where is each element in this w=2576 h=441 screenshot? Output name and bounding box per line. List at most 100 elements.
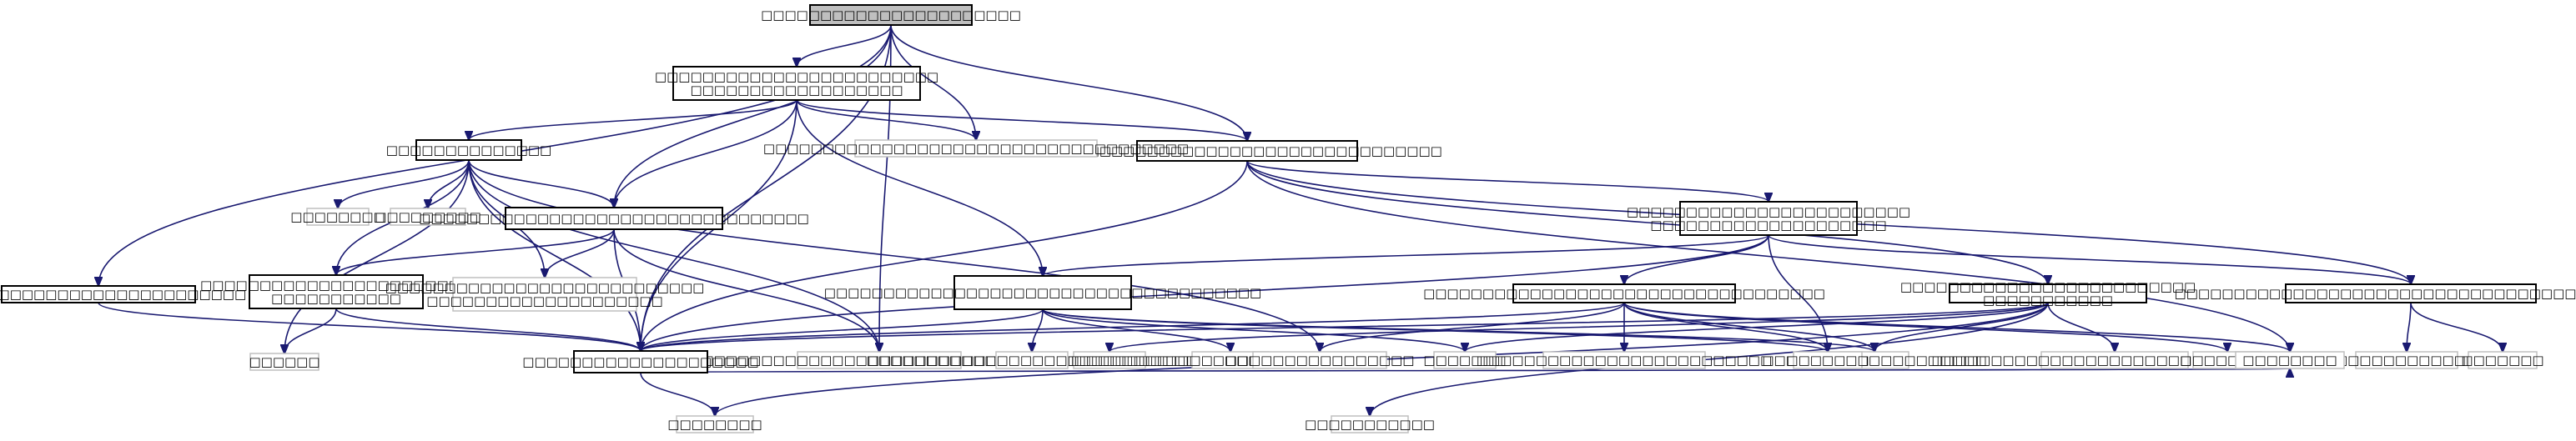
node-label: □□□□□□□: [1423, 353, 1506, 368]
edge-n2-n17: [284, 159, 470, 353]
node-label: □□□□□□□□□□□□□□□□: [2312, 353, 2502, 368]
edge-n16-n32: [2410, 302, 2503, 352]
graph-node-n32[interactable]: □□□□□□□: [2461, 351, 2544, 369]
node-box: [2040, 351, 2189, 369]
edge-n2-n30: [468, 159, 1320, 352]
edge-n3-n10: [1246, 160, 1768, 202]
node-box: [1949, 283, 2147, 303]
graph-node-n25[interactable]: □□□□□□□□□□□□□□□□□□□□□□□□□□□□: [867, 351, 1198, 369]
node-label: □□□□□□□□□□□□□□□□□□□□□□□□□: [0, 287, 246, 302]
node-box: [1073, 351, 1146, 369]
graph-node-n27[interactable]: □□□□□□□: [1786, 351, 1869, 369]
edge-n2-n8: [468, 159, 614, 208]
edge-n2-n9: [468, 159, 879, 352]
graph-node-n3[interactable]: □□□□□□□□□□□□□□□□□□□□□□□□□□□□□□□□□: [1052, 140, 1442, 162]
node-box: [306, 208, 370, 226]
node-box: [672, 66, 921, 101]
edge-n3-n33: [1246, 160, 2290, 352]
graph-node-n31[interactable]: □□□□□□□□□□□□□□□□: [2312, 351, 2502, 369]
node-label: □□□□□□□□□: [375, 209, 481, 224]
graph-node-n18[interactable]: □□□□□□□□□□□□□□□□□□□□: [522, 350, 759, 373]
graph-node-n2[interactable]: □□□□□□□□□□□□□□: [386, 139, 551, 161]
graph-node-n5[interactable]: □□□□□□□□: [290, 208, 385, 226]
node-box: [390, 208, 466, 226]
graph-node-n8[interactable]: □□□□□□□□□□□□□□□□□□□□□□□□□□□□□□□□□: [419, 207, 809, 230]
node-box: [1, 285, 196, 303]
edge-n13-n18: [641, 302, 2049, 351]
node-label: □□□□□□□□□□□□□□□□□□□□□□□□□□□□: [867, 353, 1198, 368]
node-label: □□□□□□□□□□□□□□□□□□□□□□□□□□□□□□□□□□□□□: [824, 285, 1261, 300]
node-label: □□□□□□□: [1786, 353, 1869, 368]
node-box: [1331, 415, 1409, 433]
node-label: □□□□□□□□□□□□□□□□□□□□□□□□□□□□□□□□□□: [1423, 286, 1825, 301]
graph-node-n28[interactable]: □□□□□□□□□□□□□□□□□□□□□□□□□: [1477, 351, 1772, 369]
graph-node-n11[interactable]: □□□□□□□□□□□□□□□□□□□□□□□□□□□□□□□□□□: [200, 274, 472, 309]
edge-n1-n8: [614, 99, 797, 208]
node-label: □□□□□□□□□□□□□□□□□□□□□□□□: [1627, 204, 1910, 219]
graph-node-n4[interactable]: □□□□□□□□□□□□□□□□□□□□□□□□□□□□□□□□□□□□: [763, 139, 1189, 158]
node-label: □□□□□□□□□□□□□□□□□□□□: [426, 293, 662, 308]
edge-n15-n33: [1623, 302, 2290, 352]
graph-node-n20[interactable]: □□□□□□□□: [667, 415, 762, 433]
node-box: [2468, 351, 2538, 369]
node-box: [505, 207, 723, 230]
graph-node-n17[interactable]: □□□□□□: [249, 353, 320, 371]
edge-n13-n21: [1109, 302, 2049, 352]
node-box: [1542, 351, 1706, 369]
edge-n10-n15: [1624, 234, 1769, 284]
node-box: [1512, 283, 1736, 303]
node-box: [1136, 140, 1358, 162]
edge-n13-n24: [1465, 302, 2049, 352]
graph-node-n30[interactable]: □□□□□□□□□□□□□□□□: [1225, 351, 1415, 369]
graph-node-n6[interactable]: □□□□□□□□□: [375, 208, 481, 226]
graph-node-n15[interactable]: □□□□□□□□□□□□□□□□□□□□□□□□□□□□□□□□□□: [1423, 283, 1825, 303]
graph-node-n24[interactable]: □□□□□□□: [1423, 351, 1507, 369]
graph-node-n16[interactable]: □□□□□□□□□□□□□□□□□□□□□□□□□□□□□□□□□□□□□□□□: [2175, 283, 2576, 303]
edge-n7-n18: [98, 302, 641, 351]
node-box: [995, 351, 1069, 369]
graph-node-n12[interactable]: □□□□□□□□□□□□□□□□□□□□□□□□□□□□□□□□□□□□□□□□…: [385, 277, 705, 312]
node-label: □□□□□□□□: [2242, 353, 2337, 368]
edge-n3-n18: [641, 160, 1248, 351]
edge-n11-n17: [284, 308, 337, 353]
graph-node-n7[interactable]: □□□□□□□□□□□□□□□□□□□□□□□□□: [0, 285, 246, 303]
node-label: □□□□□□□□□□□□□□□□□□□□□□□□□: [1477, 353, 1772, 368]
edge-n10-n14: [1043, 234, 1769, 276]
node-label: □□□□□□□□□□□□□□□□□□□□□□□□□□□□□□□□□□□□: [763, 141, 1189, 156]
graph-node-n10[interactable]: □□□□□□□□□□□□□□□□□□□□□□□□□□□□□□□□□□□□□□□□…: [1627, 201, 1910, 236]
node-box: [415, 139, 522, 161]
edge-n2-n5: [338, 159, 470, 208]
edge-n1-n3: [796, 99, 1247, 141]
edge-n14-n24: [1042, 308, 1465, 352]
node-box: [2235, 351, 2345, 369]
nodes-layer: □□□□□□□□□□□□□□□□□□□□□□□□□□□□□□□□□□□□□□□□…: [0, 4, 2576, 433]
edge-n0-n8: [614, 24, 892, 208]
node-label: □□□□□□□□□□□□□□□□□□: [690, 83, 903, 98]
node-label: □□□□□□□□□□□□□□□□□□□□□□□□□□□□□□□□□□□□□□□□: [2175, 286, 2576, 301]
graph-node-n0[interactable]: □□□□□□□□□□□□□□□□□□□□□□: [761, 4, 1021, 26]
graph-node-n21[interactable]: □□□□□□□□□□: [1050, 351, 1169, 369]
node-box: [452, 277, 637, 312]
graph-node-n22[interactable]: □□□□□□□□□□□: [1305, 415, 1435, 433]
node-box: [1433, 351, 1497, 369]
node-box: [1679, 201, 1858, 236]
node-label: □□□□□□□□□□□: [271, 291, 401, 306]
graph-node-n14[interactable]: □□□□□□□□□□□□□□□□□□□□□□□□□□□□□□□□□□□□□: [824, 275, 1261, 310]
node-box: [2355, 351, 2458, 369]
node-label: □□□□□□□□: [667, 417, 762, 432]
graph-node-n1[interactable]: □□□□□□□□□□□□□□□□□□□□□□□□□□□□□□□□□□□□□□□□…: [655, 66, 938, 101]
graph-node-n13[interactable]: □□□□□□□□□□□□□□□□□□□□□□□□□□□□□□□□□□□□: [1900, 279, 2196, 308]
node-box: [1793, 351, 1863, 369]
node-label: □□□□□□□□□□□: [1983, 293, 2113, 308]
node-box: [1252, 351, 1387, 369]
graph-node-n9[interactable]: □□□□□□□□□□□□□□□□□□□□□□□□□□□□□□: [702, 351, 1057, 369]
edge-n14-n25: [1032, 308, 1044, 352]
edge-n8-n9: [613, 228, 879, 352]
edge-n18-n20: [640, 372, 715, 416]
graph-node-n33[interactable]: □□□□□□□□: [2235, 351, 2345, 369]
edge-n8-n11: [336, 228, 615, 275]
node-box: [573, 350, 708, 373]
edge-n10-n27: [1768, 234, 1828, 352]
edge-n14-n18: [641, 308, 1044, 351]
